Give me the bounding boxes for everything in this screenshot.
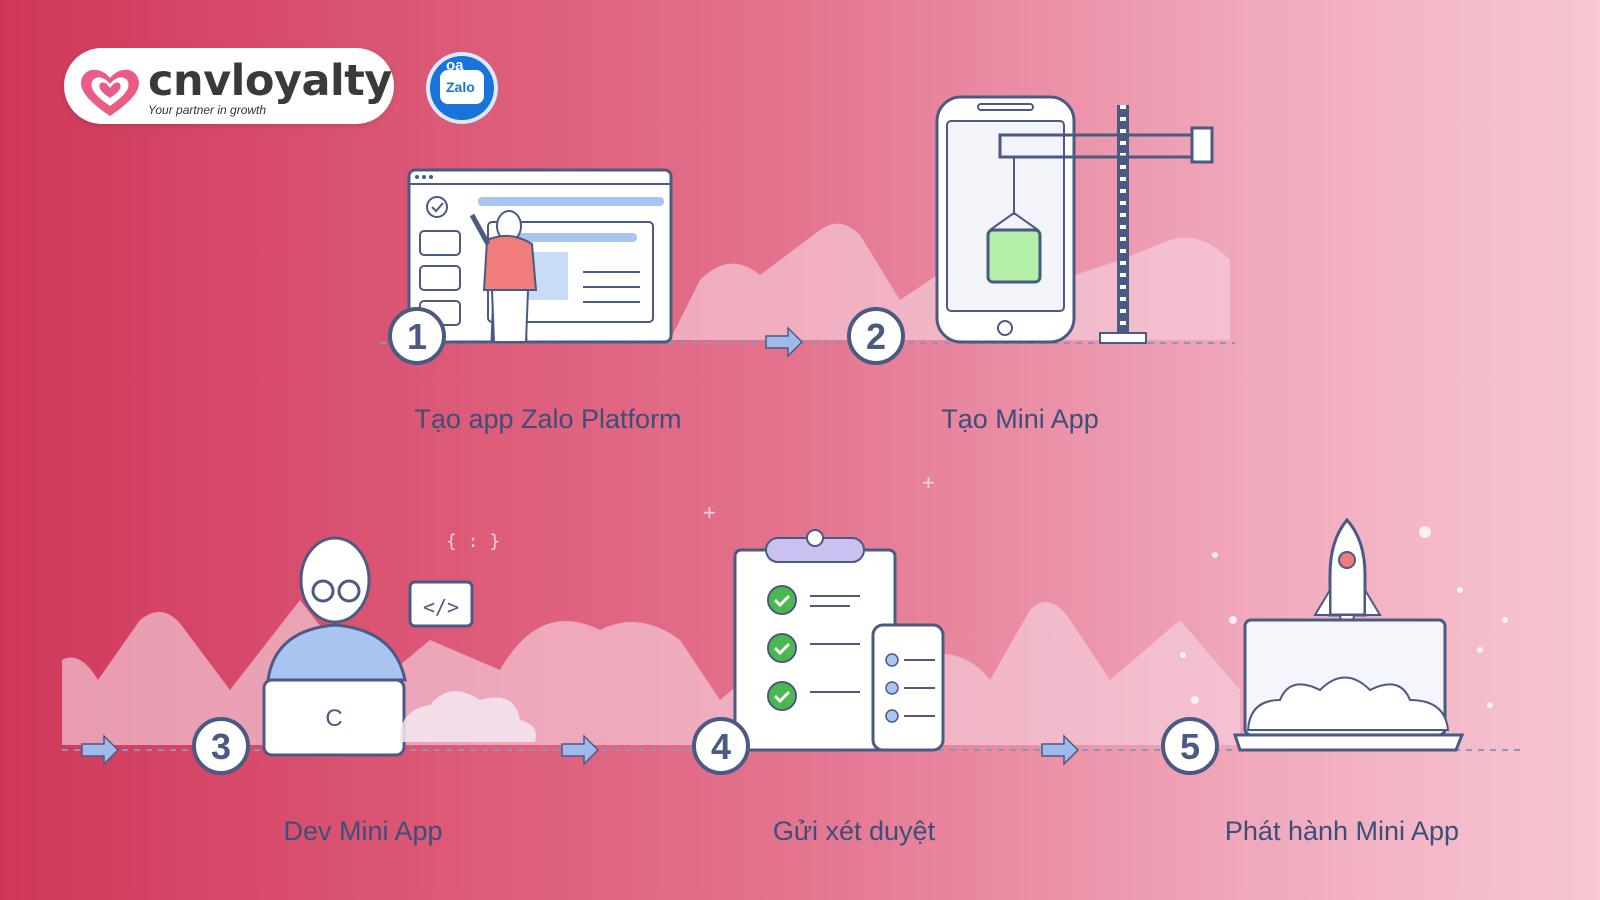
brace-decoration: { : } <box>446 531 500 552</box>
clipboard-checklist-icon <box>733 529 945 752</box>
step-number: 4 <box>711 726 731 767</box>
rocket-icon <box>1313 517 1382 656</box>
zalo-oa-text: oa <box>446 57 464 74</box>
brand-name: cnvloyalty <box>148 56 392 106</box>
developer-icon: C <box>262 536 407 757</box>
person-pointing-icon <box>469 210 538 343</box>
arrow-right-icon <box>1041 734 1080 766</box>
arrow-right-icon <box>561 734 600 766</box>
browser-window-icon <box>407 168 673 344</box>
plus-decoration: + <box>922 470 935 495</box>
step-number: 3 <box>211 726 231 767</box>
checklist-item <box>767 681 860 711</box>
step-badge-5: 5 <box>1161 717 1219 775</box>
zalo-text: Zalo <box>446 79 475 95</box>
svg-text:</>: </> <box>423 595 459 619</box>
checklist-item <box>767 633 860 663</box>
step-badge-2: 2 <box>847 307 905 365</box>
step-number: 5 <box>1180 726 1200 767</box>
step-label-1: Tạo app Zalo Platform <box>414 404 682 434</box>
arrow-right-icon <box>765 326 804 358</box>
svg-text:C: C <box>325 705 342 732</box>
brand-tagline: Your partner in growth <box>148 103 267 117</box>
cloud-icon <box>399 691 536 742</box>
step-badge-4: 4 <box>692 717 750 775</box>
step-badge-3: 3 <box>192 717 250 775</box>
heart-logo-icon <box>81 69 139 116</box>
laptop-icon <box>1232 618 1465 752</box>
step-label-5: Phát hành Mini App <box>1224 816 1460 846</box>
step-number: 2 <box>866 316 886 357</box>
plus-decoration: + <box>703 500 716 525</box>
code-window-icon: </> <box>408 580 474 628</box>
arrow-right-icon <box>81 734 120 766</box>
step-label-4: Gửi xét duyệt <box>772 816 936 846</box>
step-label-3: Dev Mini App <box>283 816 443 846</box>
step-label-2: Tạo Mini App <box>941 404 1099 434</box>
crane-icon <box>986 105 1214 344</box>
checklist-item <box>767 585 860 615</box>
zalo-chat-bubble-icon <box>440 70 484 104</box>
sparkle-decoration <box>1180 526 1508 708</box>
step-number: 1 <box>407 316 427 357</box>
step-badge-1: 1 <box>388 307 446 365</box>
